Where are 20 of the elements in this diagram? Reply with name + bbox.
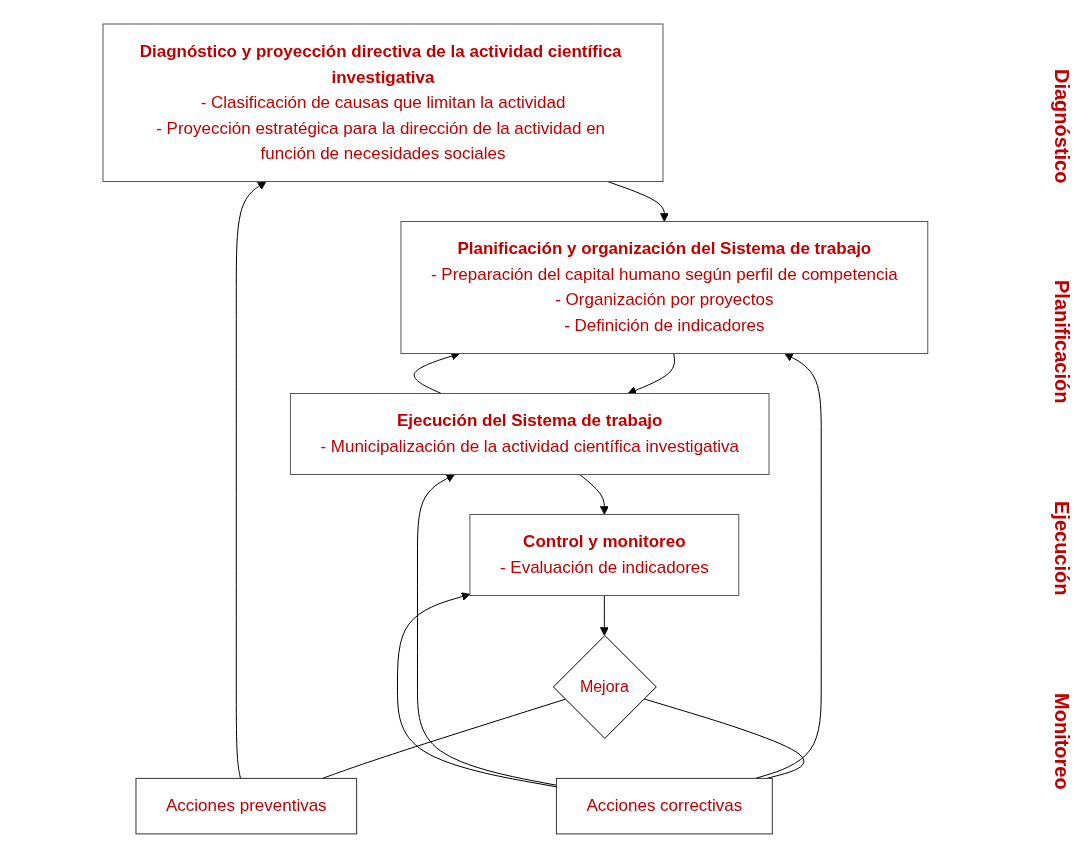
arrow bbox=[417, 474, 557, 786]
node-box: Planificación y organización del Sistema de trabajo - Preparación del capital humano según perfil de competencia - Organización por proyectos - Definición de indicadores bbox=[400, 221, 929, 355]
node-box: Acciones correctivas bbox=[556, 777, 773, 835]
connector bbox=[322, 698, 566, 779]
node-box: Control y monitoreo - Evaluación de indicadores bbox=[469, 514, 740, 597]
arrow bbox=[627, 353, 676, 395]
arrow bbox=[235, 181, 267, 779]
arrow bbox=[579, 474, 609, 515]
arrow bbox=[607, 181, 669, 222]
phase-label: Diagnóstico bbox=[1049, 68, 1073, 184]
node-box: Ejecución del Sistema de trabajo - Municipalización de la actividad científica investigativa bbox=[290, 393, 770, 476]
arrow bbox=[397, 592, 557, 788]
arrow bbox=[600, 595, 609, 636]
phase-label: Ejecución bbox=[1049, 500, 1073, 596]
phase-label: Planificación bbox=[1049, 280, 1073, 404]
node-diamond: Mejora bbox=[553, 635, 657, 739]
node-box: Diagnóstico y proyección directiva de la actividad científica investigativa - Clasificación de causas que limitan la actividad - Proyección estratégica para la dirección de la actividad en función de necesidades sociales bbox=[102, 23, 664, 183]
node-box: Acciones preventivas bbox=[135, 777, 358, 835]
phase-label: Monitoreo bbox=[1049, 692, 1073, 790]
connector bbox=[643, 698, 805, 779]
